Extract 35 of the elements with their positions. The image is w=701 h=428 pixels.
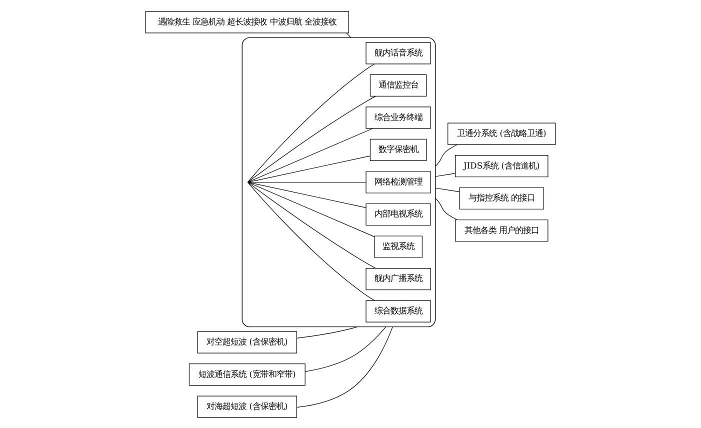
connector [435, 187, 460, 192]
node-box: 网络检测管理 [366, 170, 431, 193]
connector [248, 181, 376, 268]
node-box: 舰内广播系统 [366, 267, 431, 290]
node-box: 遇险救生 应急机动 超长波接收 中波归航 全波接收 [145, 10, 349, 33]
connector [435, 198, 458, 220]
connector [296, 326, 358, 338]
node-box: 内部电视系统 [366, 202, 431, 226]
connector [248, 63, 375, 182]
connector [248, 182, 375, 300]
node-box: 与指控系统 的接口 [459, 186, 544, 209]
node-box: 卫通分系统 (含战略卫通) [448, 122, 556, 144]
connector [247, 155, 370, 182]
connector [296, 326, 393, 408]
connector [248, 96, 376, 182]
cluster [242, 36, 436, 327]
connector [247, 181, 366, 182]
node-box: 数字保密机 [370, 138, 427, 161]
node-box: 通信监控台 [370, 74, 427, 96]
connector [435, 144, 458, 166]
node-box: 综合业务终端 [366, 106, 431, 128]
connector [346, 32, 352, 38]
node-box: 综合数据系统 [366, 300, 431, 322]
connector [247, 128, 373, 182]
connector [435, 172, 456, 176]
node-box: JIDS系统 (含信道机) [455, 154, 548, 177]
node-box: 对空超短波 (含保密机) [197, 330, 298, 353]
connector [247, 181, 366, 208]
connector [247, 181, 375, 236]
node-box: 监视系统 [374, 235, 422, 258]
node-box: 短波通信系统 (宽带和窄带) [188, 363, 306, 386]
node-box: 舰内话音系统 [366, 42, 431, 64]
connector [304, 326, 386, 372]
node-box: 其他各类 用户的接口 [455, 219, 548, 242]
node-box: 对海超短波 (含保密机) [197, 395, 298, 418]
